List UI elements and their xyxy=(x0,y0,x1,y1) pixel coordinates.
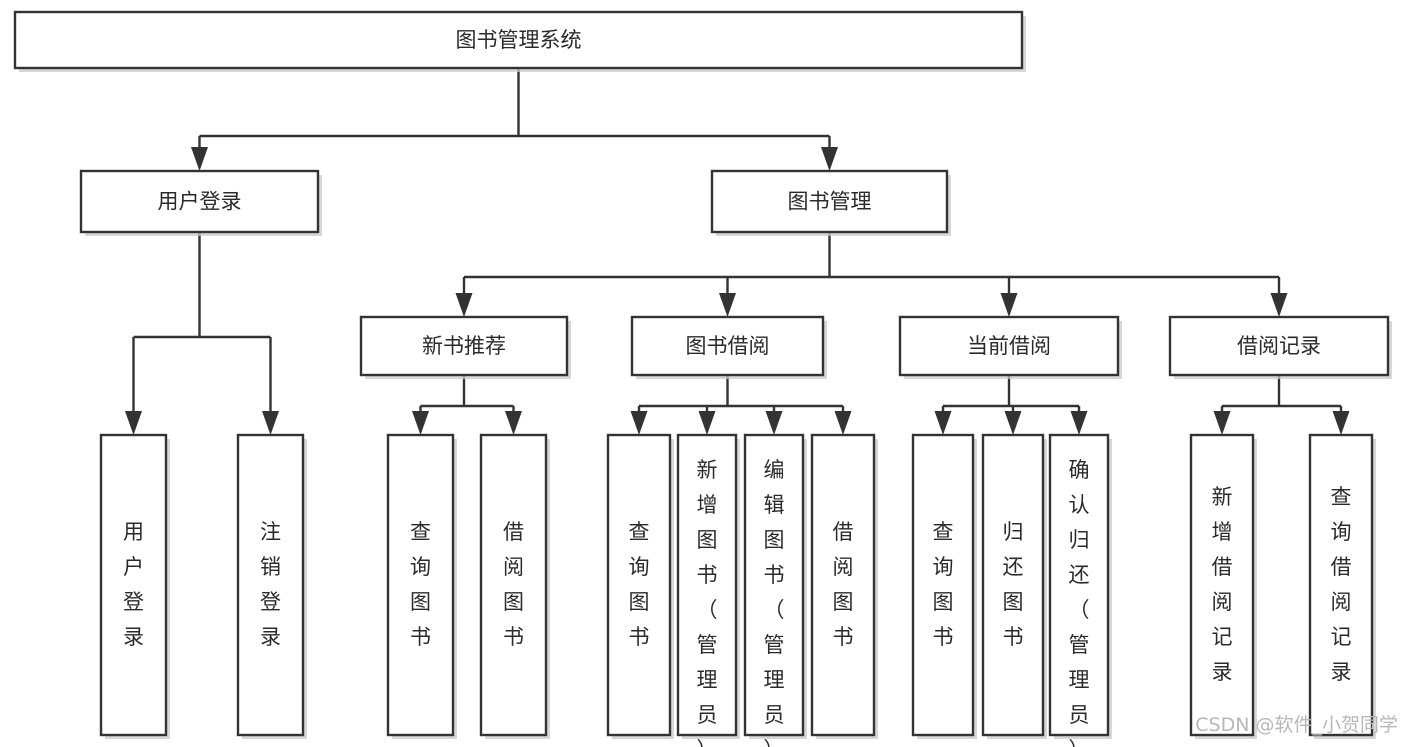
node-leaf-query-book-current[interactable]: 查询图书 xyxy=(911,433,977,739)
node-box[interactable] xyxy=(359,315,569,377)
connector-group-book-borrow xyxy=(630,375,852,435)
node-label: 图书借阅 xyxy=(686,334,770,358)
connector-arrowhead xyxy=(505,411,522,435)
node-borrow-record[interactable]: 借阅记录 xyxy=(1168,315,1392,379)
node-leaf-borrow-book-recommend[interactable]: 借阅图书 xyxy=(479,433,550,739)
node-box[interactable] xyxy=(99,433,168,737)
node-book-borrow[interactable]: 图书借阅 xyxy=(630,315,827,379)
node-leaf-query-book-recommend[interactable]: 查询图书 xyxy=(386,433,457,739)
node-box[interactable] xyxy=(479,433,548,737)
node-label: 借阅图书 xyxy=(833,520,854,649)
node-leaf-return-book[interactable]: 归还图书 xyxy=(981,433,1047,739)
node-box[interactable] xyxy=(898,315,1120,377)
node-box[interactable] xyxy=(236,433,305,737)
node-new-book-recommend[interactable]: 新书推荐 xyxy=(359,315,571,379)
node-leaf-add-book-admin[interactable]: 新增图书（管理员） xyxy=(676,433,740,747)
node-layer: 图书管理系统用户登录图书管理新书推荐图书借阅当前借阅借阅记录用户登录注销登录查询… xyxy=(13,10,1392,747)
node-leaf-user-logout[interactable]: 注销登录 xyxy=(236,433,307,739)
node-label: 图书管理 xyxy=(788,190,872,214)
node-label: 查询借阅记录 xyxy=(1331,485,1352,684)
node-box[interactable] xyxy=(79,169,320,234)
node-box[interactable] xyxy=(606,433,672,737)
connector-arrowhead xyxy=(821,147,838,171)
node-label: 新增借阅记录 xyxy=(1212,485,1233,684)
node-label: 新书推荐 xyxy=(422,334,506,358)
node-box[interactable] xyxy=(13,10,1024,70)
connector-group-book-management xyxy=(455,232,1288,317)
node-current-borrow[interactable]: 当前借阅 xyxy=(898,315,1122,379)
node-label: 新增图书（管理员） xyxy=(697,458,718,747)
node-box[interactable] xyxy=(810,433,876,737)
connector-arrowhead xyxy=(191,147,208,171)
connector-arrowhead xyxy=(719,293,736,317)
node-label: 查询图书 xyxy=(629,520,650,649)
node-leaf-confirm-return-admin[interactable]: 确认归还（管理员） xyxy=(1048,433,1112,747)
node-label: 查询图书 xyxy=(410,520,431,649)
node-leaf-borrow-book[interactable]: 借阅图书 xyxy=(810,433,878,739)
node-box[interactable] xyxy=(981,433,1045,737)
connector-arrowhead xyxy=(698,411,716,435)
node-box[interactable] xyxy=(1189,433,1255,737)
node-label: 用户登录 xyxy=(123,520,144,649)
connector-arrowhead xyxy=(1004,411,1022,435)
connector-arrowhead xyxy=(455,293,473,317)
node-label: 用户登录 xyxy=(158,190,242,214)
node-leaf-query-borrow-record[interactable]: 查询借阅记录 xyxy=(1308,433,1376,739)
node-label: 归还图书 xyxy=(1003,520,1024,649)
node-box[interactable] xyxy=(710,169,949,234)
connector-group-borrow-record xyxy=(1213,375,1350,435)
node-user-login[interactable]: 用户登录 xyxy=(79,169,322,236)
connector-arrowhead xyxy=(1000,293,1018,317)
node-leaf-add-borrow-record[interactable]: 新增借阅记录 xyxy=(1189,433,1257,739)
connector-arrowhead xyxy=(934,411,952,435)
connector-group-new-book-recommend xyxy=(412,375,522,435)
connector-arrowhead xyxy=(1213,411,1231,435)
csdn-watermark: CSDN @软件_小贺同学 xyxy=(1195,714,1398,736)
connector-arrowhead xyxy=(262,411,279,435)
connector-group-user-login xyxy=(125,232,279,435)
node-box[interactable] xyxy=(1168,315,1390,377)
node-leaf-query-book-borrow[interactable]: 查询图书 xyxy=(606,433,674,739)
connector-arrowhead xyxy=(630,411,648,435)
node-label: 编辑图书（管理员） xyxy=(764,458,785,747)
node-box[interactable] xyxy=(676,433,738,737)
node-box[interactable] xyxy=(911,433,975,737)
connector-group-current-borrow xyxy=(934,375,1088,435)
node-box[interactable] xyxy=(743,433,805,737)
node-box[interactable] xyxy=(386,433,455,737)
connector-layer xyxy=(125,68,1350,435)
connector-arrowhead xyxy=(412,411,429,435)
connector-arrowhead xyxy=(1332,411,1350,435)
connector-arrowhead xyxy=(1270,293,1288,317)
node-label: 借阅图书 xyxy=(503,520,524,649)
connector-arrowhead xyxy=(765,411,783,435)
connector-arrowhead xyxy=(834,411,852,435)
node-box[interactable] xyxy=(1308,433,1374,737)
node-label: 注销登录 xyxy=(260,520,281,649)
connector-group-root xyxy=(191,68,838,171)
node-label: 当前借阅 xyxy=(967,334,1051,358)
node-box[interactable] xyxy=(630,315,825,377)
node-leaf-user-login[interactable]: 用户登录 xyxy=(99,433,170,739)
node-label: 确认归还（管理员） xyxy=(1069,458,1090,747)
node-box[interactable] xyxy=(1048,433,1110,737)
node-label: 借阅记录 xyxy=(1237,334,1321,358)
connector-arrowhead xyxy=(125,411,142,435)
node-book-management[interactable]: 图书管理 xyxy=(710,169,951,236)
connector-arrowhead xyxy=(1070,411,1088,435)
node-label: 查询图书 xyxy=(933,520,954,649)
node-leaf-edit-book-admin[interactable]: 编辑图书（管理员） xyxy=(743,433,807,747)
node-label: 图书管理系统 xyxy=(456,28,582,52)
node-root[interactable]: 图书管理系统 xyxy=(13,10,1026,72)
